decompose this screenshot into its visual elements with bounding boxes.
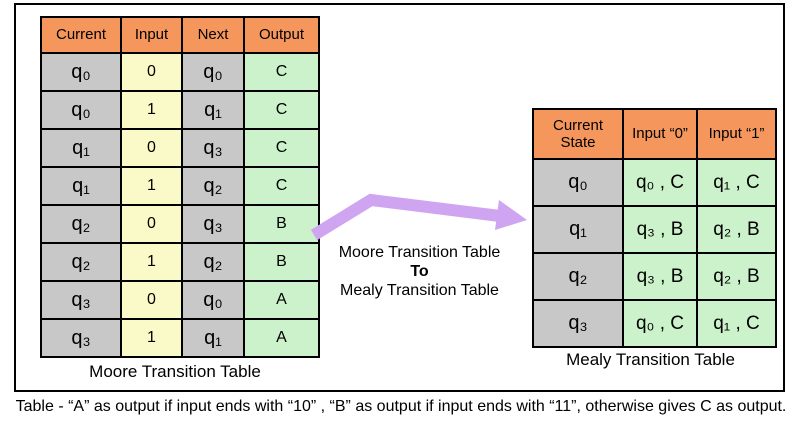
mealy-cell-state: q₂ <box>532 252 624 301</box>
moore-header-output: Output <box>243 16 320 54</box>
moore-header-input: Input <box>120 16 183 54</box>
moore-cell-input: 1 <box>120 166 183 206</box>
moore-row: q₀ 0 q₀ C <box>40 52 320 92</box>
moore-cell-input: 0 <box>120 52 183 92</box>
mealy-cell-on1: q₁ , C <box>696 158 777 207</box>
moore-cell-next: q₃ <box>181 128 245 168</box>
moore-cell-input: 1 <box>120 318 183 358</box>
moore-cell-next: q₀ <box>181 280 245 320</box>
mealy-cell-on1: q₂ , B <box>696 252 777 301</box>
moore-table-caption: Moore Transition Table <box>89 362 261 381</box>
mealy-header-current-state: Current State <box>532 108 624 160</box>
diagram-frame: Current Input Next Output q₀ 0 q₀ C q₀ 1… <box>14 3 785 392</box>
moore-header-current: Current <box>40 16 122 54</box>
moore-cell-input: 1 <box>120 90 183 130</box>
conversion-label-line2: To <box>410 263 429 281</box>
moore-cell-current: q₁ <box>40 166 122 206</box>
mealy-cell-state: q₁ <box>532 205 624 254</box>
mealy-header-input0: Input “0” <box>622 108 698 160</box>
footnote-text: Table - “A” as output if input ends with… <box>15 398 787 415</box>
moore-cell-input: 0 <box>120 280 183 320</box>
mealy-table: Current State Input “0” Input “1” q₀ q₀ … <box>532 108 777 348</box>
moore-cell-next: q₃ <box>181 204 245 244</box>
moore-cell-output: C <box>243 90 320 130</box>
moore-cell-output: C <box>243 52 320 92</box>
moore-cell-output: A <box>243 318 320 358</box>
moore-cell-input: 0 <box>120 204 183 244</box>
moore-cell-input: 1 <box>120 242 183 282</box>
mealy-cell-on1: q₂ , B <box>696 205 777 254</box>
moore-cell-input: 0 <box>120 128 183 168</box>
moore-cell-output: B <box>243 204 320 244</box>
moore-header-row: Current Input Next Output <box>40 16 320 54</box>
moore-cell-current: q₂ <box>40 204 122 244</box>
mealy-cell-state: q₃ <box>532 299 624 348</box>
moore-cell-current: q₁ <box>40 128 122 168</box>
conversion-label-line3: Mealy Transition Table <box>340 282 499 300</box>
conversion-label: Moore Transition Table To Mealy Transiti… <box>302 243 537 301</box>
moore-cell-current: q₃ <box>40 318 122 358</box>
moore-cell-next: q₂ <box>181 242 245 282</box>
mealy-row: q₃ q₀ , C q₁ , C <box>532 299 777 348</box>
mealy-table-caption: Mealy Transition Table <box>566 350 735 369</box>
moore-cell-next: q₁ <box>181 318 245 358</box>
moore-row: q₃ 0 q₀ A <box>40 280 320 320</box>
moore-cell-output: C <box>243 128 320 168</box>
moore-row: q₂ 0 q₃ B <box>40 204 320 244</box>
moore-row: q₁ 1 q₂ C <box>40 166 320 206</box>
mealy-cell-on0: q₃ , B <box>622 205 698 254</box>
moore-header-next: Next <box>181 16 245 54</box>
moore-cell-next: q₁ <box>181 90 245 130</box>
mealy-header-input1: Input “1” <box>696 108 777 160</box>
moore-row: q₃ 1 q₁ A <box>40 318 320 358</box>
moore-row: q₁ 0 q₃ C <box>40 128 320 168</box>
moore-cell-current: q₀ <box>40 90 122 130</box>
moore-cell-output: A <box>243 280 320 320</box>
conversion-label-line1: Moore Transition Table <box>338 244 501 261</box>
mealy-cell-on1: q₁ , C <box>696 299 777 348</box>
moore-cell-current: q₀ <box>40 52 122 92</box>
mealy-cell-on0: q₀ , C <box>622 158 698 207</box>
moore-row: q₂ 1 q₂ B <box>40 242 320 282</box>
mealy-row: q₂ q₃ , B q₂ , B <box>532 252 777 301</box>
moore-cell-output: B <box>243 242 320 282</box>
mealy-row: q₁ q₃ , B q₂ , B <box>532 205 777 254</box>
moore-cell-current: q₃ <box>40 280 122 320</box>
moore-table: Current Input Next Output q₀ 0 q₀ C q₀ 1… <box>40 16 320 358</box>
mealy-header-row: Current State Input “0” Input “1” <box>532 108 777 160</box>
moore-cell-current: q₂ <box>40 242 122 282</box>
mealy-cell-on0: q₃ , B <box>622 252 698 301</box>
mealy-cell-on0: q₀ , C <box>622 299 698 348</box>
mealy-row: q₀ q₀ , C q₁ , C <box>532 158 777 207</box>
moore-row: q₀ 1 q₁ C <box>40 90 320 130</box>
conversion-arrow-icon <box>310 193 527 241</box>
moore-cell-next: q₀ <box>181 52 245 92</box>
moore-cell-output: C <box>243 166 320 206</box>
mealy-cell-state: q₀ <box>532 158 624 207</box>
moore-cell-next: q₂ <box>181 166 245 206</box>
